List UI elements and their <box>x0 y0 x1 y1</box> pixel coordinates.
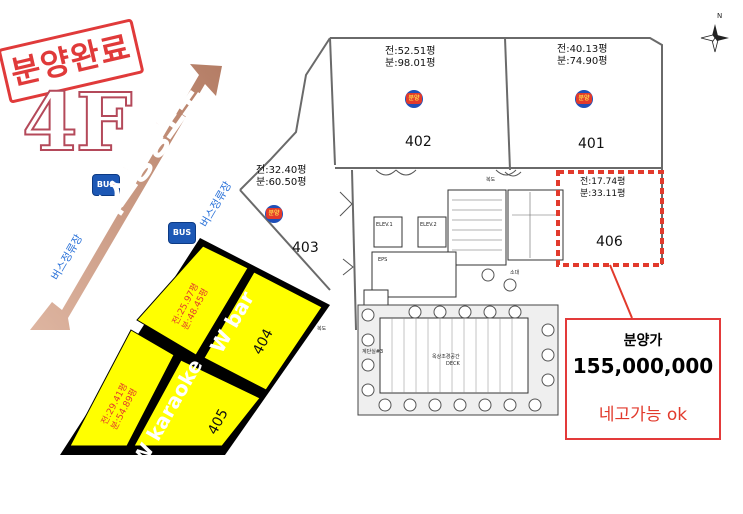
price-box: 분양가 155,000,000 네고가능 ok <box>565 318 721 440</box>
unit-401-number: 401 <box>578 136 605 152</box>
sold-badge-icon: 분양 <box>405 90 423 108</box>
fire-label: 소대 <box>510 270 520 276</box>
elevator-label: ELEV.1 <box>376 222 393 228</box>
unit-403-number: 403 <box>292 240 319 256</box>
price-title: 분양가 <box>623 333 663 349</box>
sold-badge-icon: 분양 <box>265 205 283 223</box>
building-outline <box>239 37 663 331</box>
highlight-units <box>60 238 330 455</box>
deck-label: DECK <box>446 361 460 367</box>
corridor-label: 복도 <box>317 326 327 332</box>
unit-406-number: 406 <box>596 234 623 250</box>
unit-406-highlight <box>556 170 664 267</box>
sold-badge-icon: 분양 <box>575 90 593 108</box>
stairs-label: 계단실#3 <box>362 349 384 355</box>
corridor-label: 복도 <box>486 177 496 183</box>
price-note: 네고가능 ok <box>598 405 688 425</box>
price-value: 155,000,000 <box>572 354 714 378</box>
eps-label: EPS <box>378 257 388 263</box>
bus-icon: BUS <box>168 222 196 244</box>
deck-label: 옥상조경공간 <box>432 354 460 360</box>
road-arrow <box>30 64 222 330</box>
bus-icon: BUS <box>92 174 120 196</box>
floor-label: 4F <box>21 74 133 170</box>
elevator-label: ELEV.2 <box>420 222 437 228</box>
compass-icon: N <box>700 12 729 53</box>
svg-text:N: N <box>717 12 722 20</box>
deck-area <box>357 268 559 416</box>
unit-402-number: 402 <box>405 134 432 150</box>
